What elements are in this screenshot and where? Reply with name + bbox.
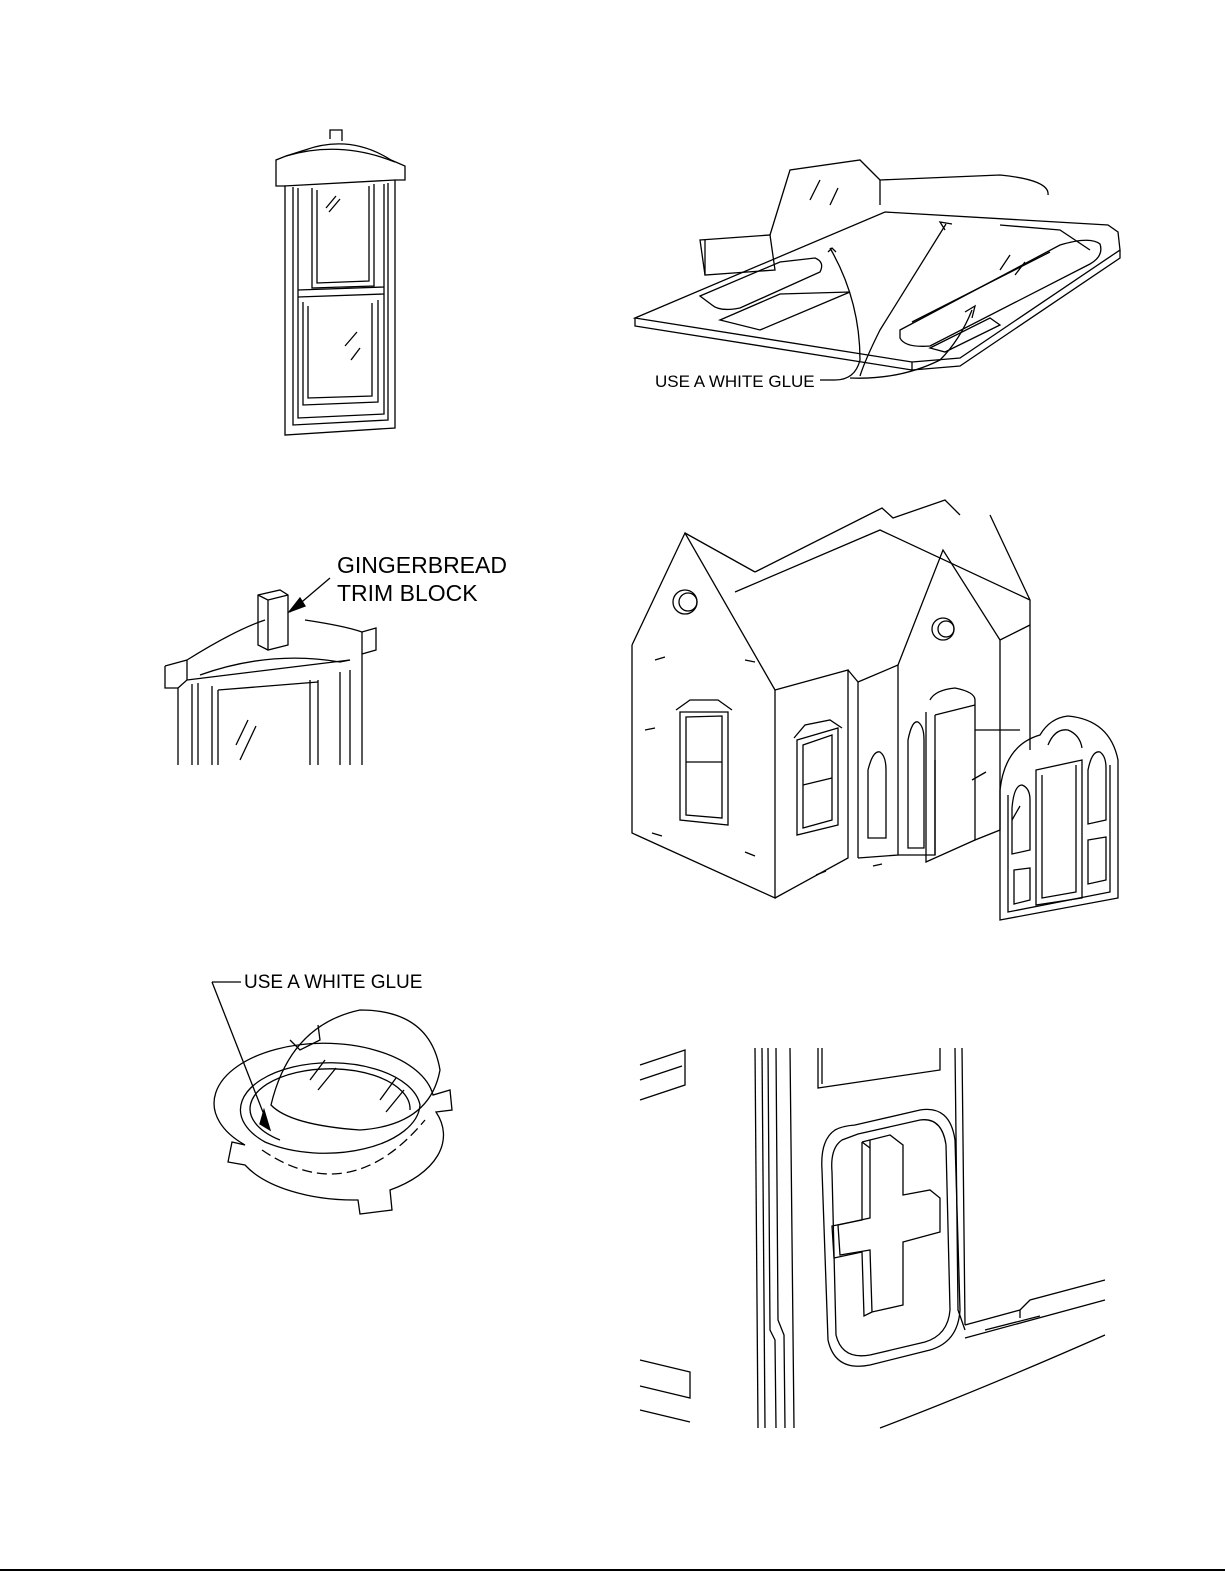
- page-bottom-rule: [0, 1569, 1225, 1571]
- cross-cutout-drawing: [640, 1048, 1105, 1428]
